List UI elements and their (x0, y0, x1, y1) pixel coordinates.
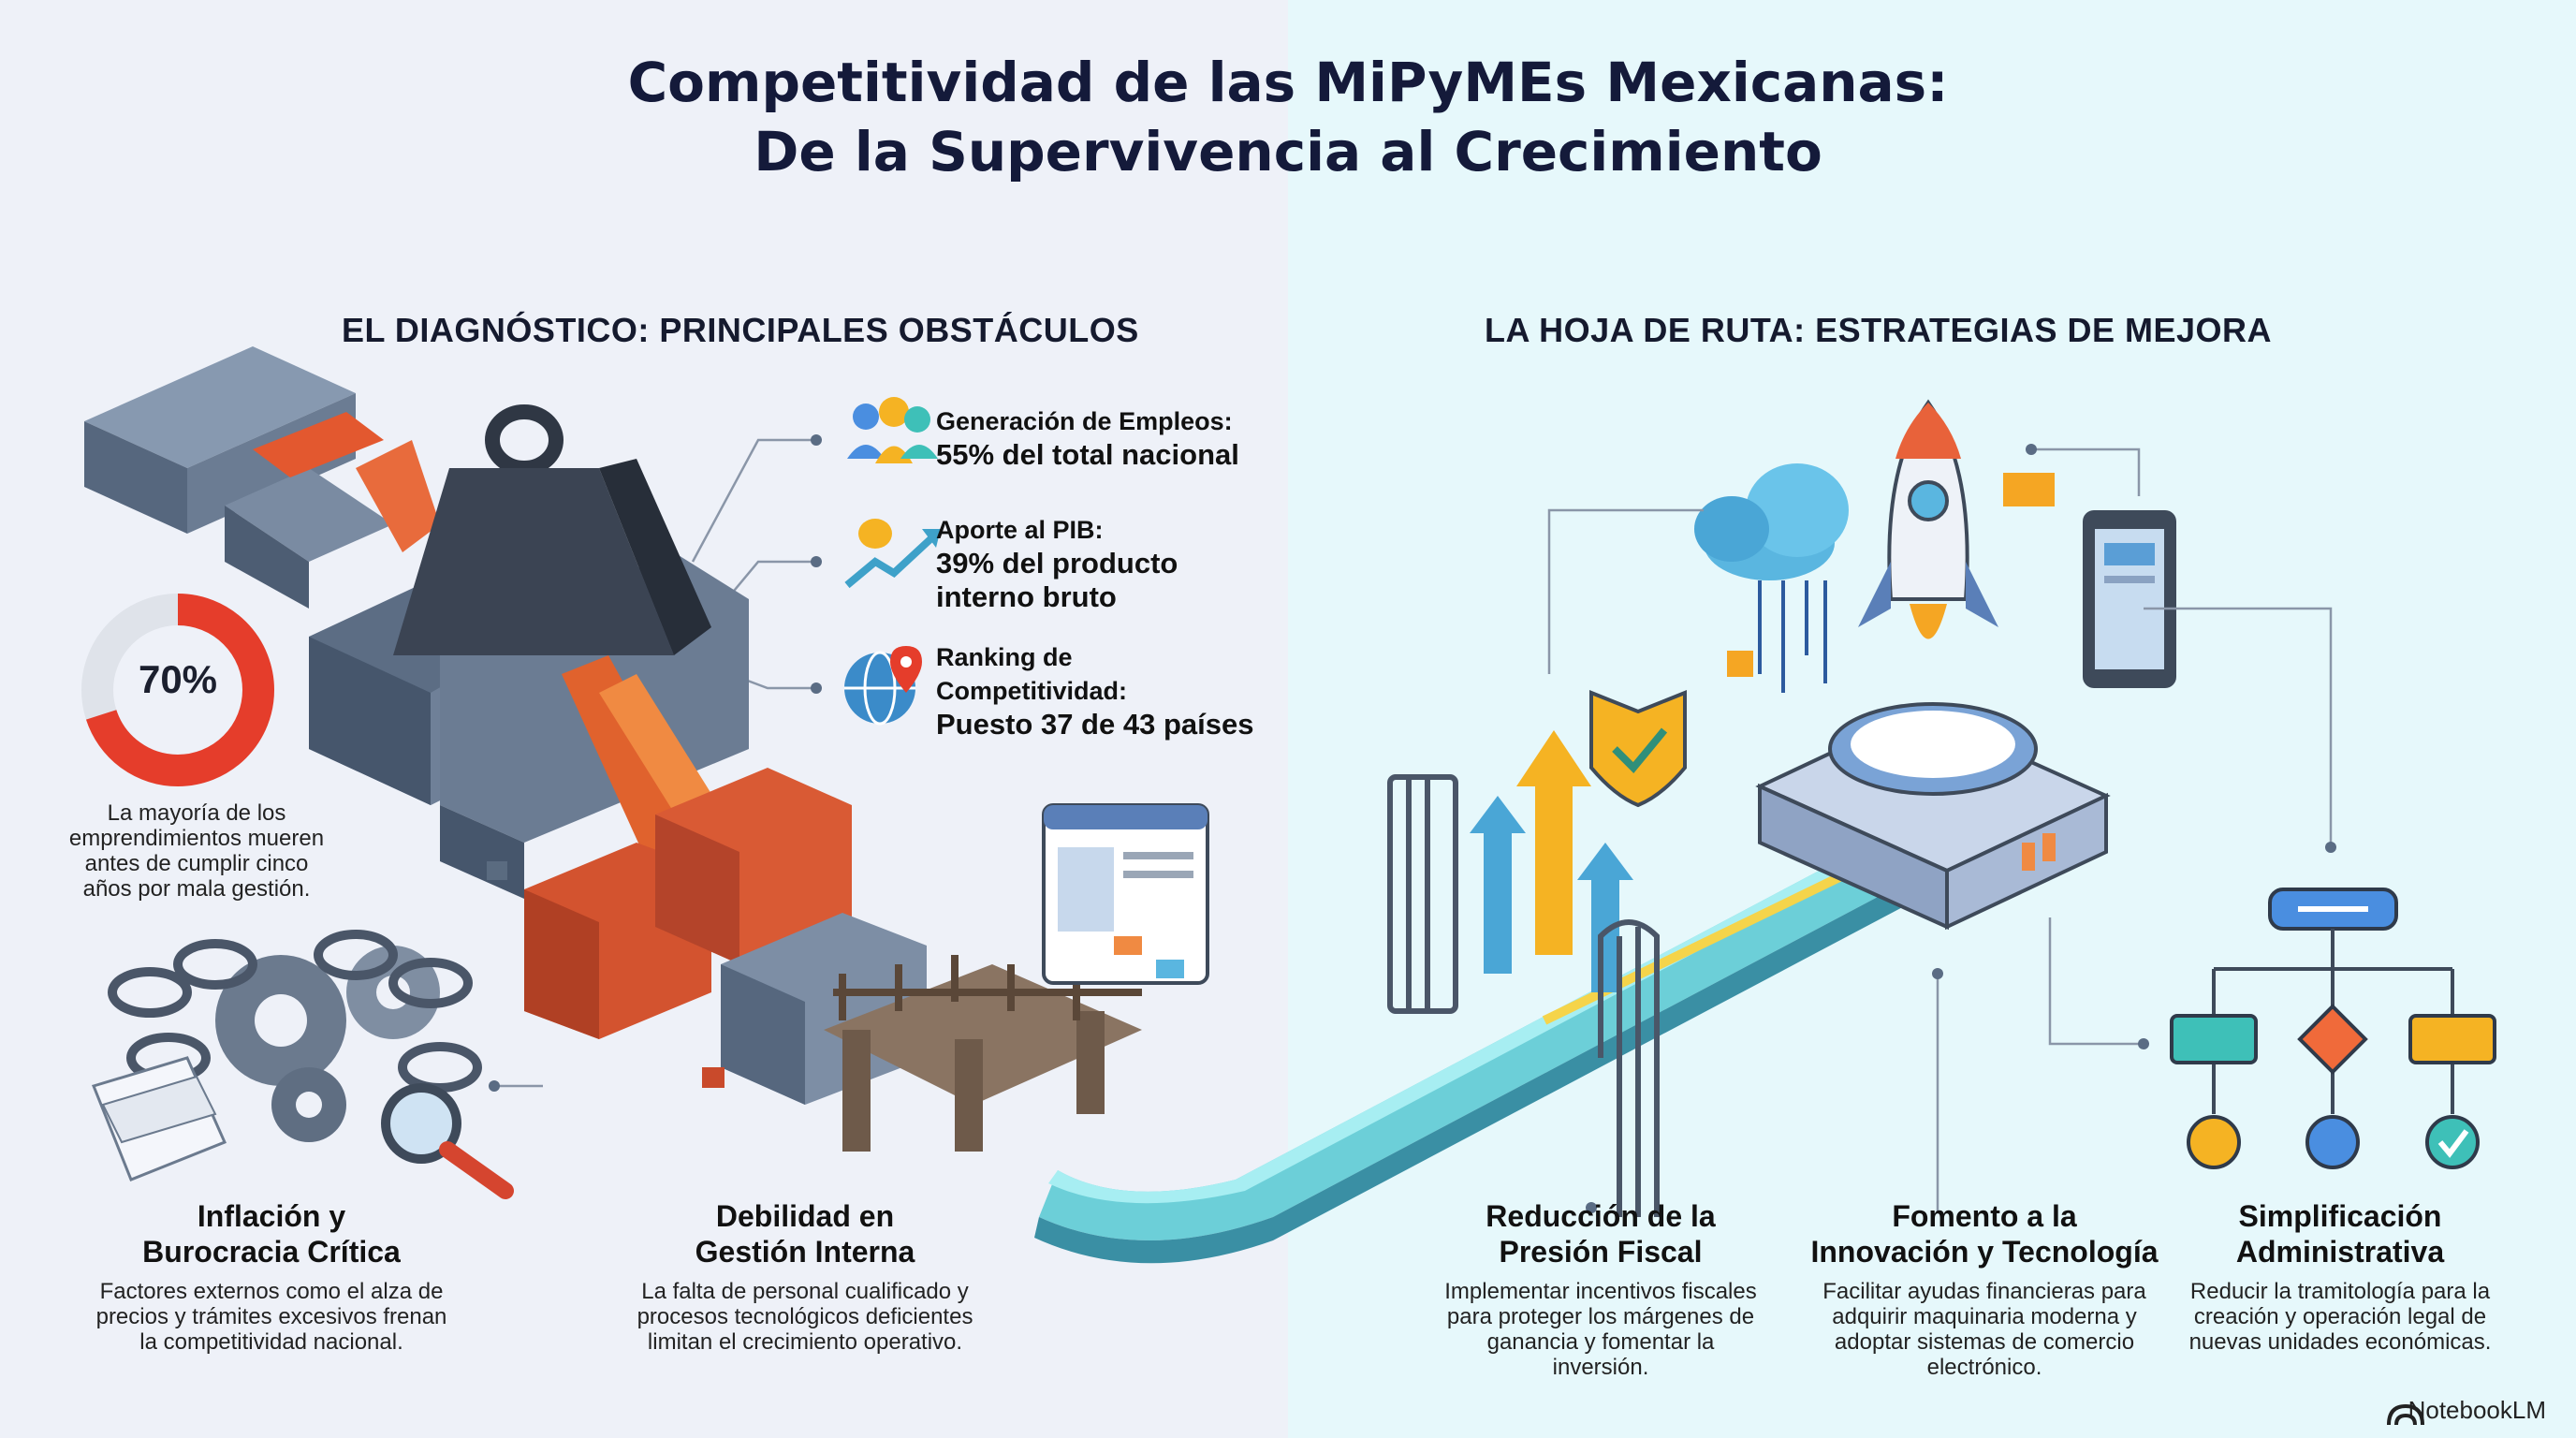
donut-caption-line: años por mala gestión. (82, 876, 311, 902)
browser-window-icon (1042, 803, 1209, 985)
strategy-desc: para proteger los márgenes de (1446, 1304, 1755, 1329)
strategy-heading: Simplificación (2238, 1199, 2442, 1233)
main-title-line2: De la Supervivencia al Crecimiento (754, 120, 1822, 183)
obstacle-desc: limitan el crecimiento operativo. (647, 1329, 963, 1355)
strategy-desc: adquirir maquinaria moderna y (1832, 1304, 2137, 1329)
obstacle-heading: Debilidad en (715, 1199, 895, 1233)
shield-check-icon (1589, 690, 1687, 808)
weight-icon (393, 404, 711, 655)
gate-icons (1387, 774, 1660, 1217)
launch-platform (1755, 702, 2111, 931)
obstacle-management: Debilidad en Gestión Interna La falta de… (590, 1198, 1020, 1355)
strategy-desc: inversión. (1552, 1355, 1649, 1380)
roadmap-heading: LA HOJA DE RUTA: ESTRATEGIAS DE MEJORA (1485, 311, 2273, 349)
stat-value: Puesto 37 de 43 países (936, 708, 1254, 741)
stat-employment: Generación de Empleos: 55% del total nac… (936, 404, 1239, 472)
brand-name: NotebookLM (2408, 1396, 2546, 1424)
diagnosis-heading: EL DIAGNÓSTICO: PRINCIPALES OBSTÁCULOS (342, 311, 1139, 349)
stat-ranking: Ranking de Competitividad: Puesto 37 de … (936, 640, 1253, 741)
stat-value: 39% del producto (936, 547, 1178, 580)
donut-caption: La mayoría de los emprendimientos mueren… (66, 800, 328, 902)
money-growth-icon (844, 519, 941, 589)
obstacle-inflation: Inflación y Burocracia Crítica Factores … (56, 1198, 487, 1355)
strategy-desc: creación y operación legal de (2193, 1304, 2487, 1329)
obstacle-heading: Gestión Interna (695, 1235, 915, 1269)
magnifier-icon (381, 1083, 461, 1164)
notebooklm-logo-icon (2387, 1403, 2424, 1426)
obstacle-desc: precios y trámites excesivos frenan (95, 1304, 447, 1329)
strategy-heading: Administrativa (2235, 1235, 2445, 1269)
cloud-icon (1694, 463, 1849, 693)
donut-caption-line: La mayoría de los (107, 800, 286, 826)
chains-gears-illustration (91, 930, 514, 1199)
strategy-desc: adoptar sistemas de comercio (1834, 1329, 2135, 1355)
strategy-desc: electrónico. (1926, 1355, 2042, 1380)
rocket-icon (1858, 399, 1998, 639)
message-card-icon (2003, 473, 2055, 506)
strategy-desc: Reducir la tramitología para la (2189, 1279, 2491, 1304)
strategy-admin: Simplificación Administrativa Reducir la… (2153, 1198, 2527, 1355)
strategy-desc: ganancia y fomentar la (1486, 1329, 1715, 1355)
donut-chart (81, 594, 274, 786)
flowchart-icon (2170, 888, 2496, 1169)
stat-title: Generación de Empleos: (936, 407, 1233, 435)
obstacle-desc: la competitividad nacional. (139, 1329, 403, 1355)
strategy-connectors (1547, 448, 2333, 1212)
obstacle-desc: procesos tecnológicos deficientes (637, 1304, 973, 1329)
brand-logo: NotebookLM (2408, 1396, 2546, 1425)
strategy-heading: Fomento a la (1892, 1199, 2077, 1233)
donut-caption-line: emprendimientos mueren (68, 826, 325, 851)
obstacle-desc: Factores externos como el alza de (99, 1279, 444, 1304)
stat-gdp: Aporte al PIB: 39% del producto interno … (936, 513, 1178, 614)
main-title-line1: Competitividad de las MiPyMEs Mexicanas: (627, 51, 1949, 114)
obstacle-heading: Inflación y (197, 1199, 346, 1233)
strategy-heading: Reducción de la (1486, 1199, 1716, 1233)
tablet-icon (2083, 510, 2176, 688)
stat-value: interno bruto (936, 580, 1117, 613)
strategy-desc: Facilitar ayudas financieras para (1822, 1279, 2146, 1304)
globe-pin-icon (844, 646, 922, 726)
obstacle-desc: La falta de personal cualificado y (641, 1279, 969, 1304)
donut-value-arc (81, 594, 274, 786)
donut-caption-line: antes de cumplir cinco (84, 851, 309, 876)
obstacle-heading: Burocracia Crítica (142, 1235, 401, 1269)
stat-value: 55% del total nacional (936, 438, 1239, 471)
strategy-desc: Implementar incentivos fiscales (1444, 1279, 1757, 1304)
stat-title: Ranking de (936, 643, 1073, 671)
strategy-fiscal: Reducción de la Presión Fiscal Implement… (1404, 1198, 1797, 1380)
stat-title: Aporte al PIB: (936, 516, 1104, 544)
strategy-innovation: Fomento a la Innovación y Tecnología Fac… (1788, 1198, 2181, 1380)
strategy-heading: Presión Fiscal (1499, 1235, 1703, 1269)
donut-value-label: 70% (138, 657, 218, 701)
stat-title: Competitividad: (936, 677, 1128, 705)
strategy-heading: Innovación y Tecnología (1810, 1235, 2159, 1269)
people-icon (847, 397, 938, 463)
broken-bridge-illustration (824, 955, 1142, 1152)
strategy-desc: nuevas unidades económicas. (2188, 1329, 2492, 1355)
